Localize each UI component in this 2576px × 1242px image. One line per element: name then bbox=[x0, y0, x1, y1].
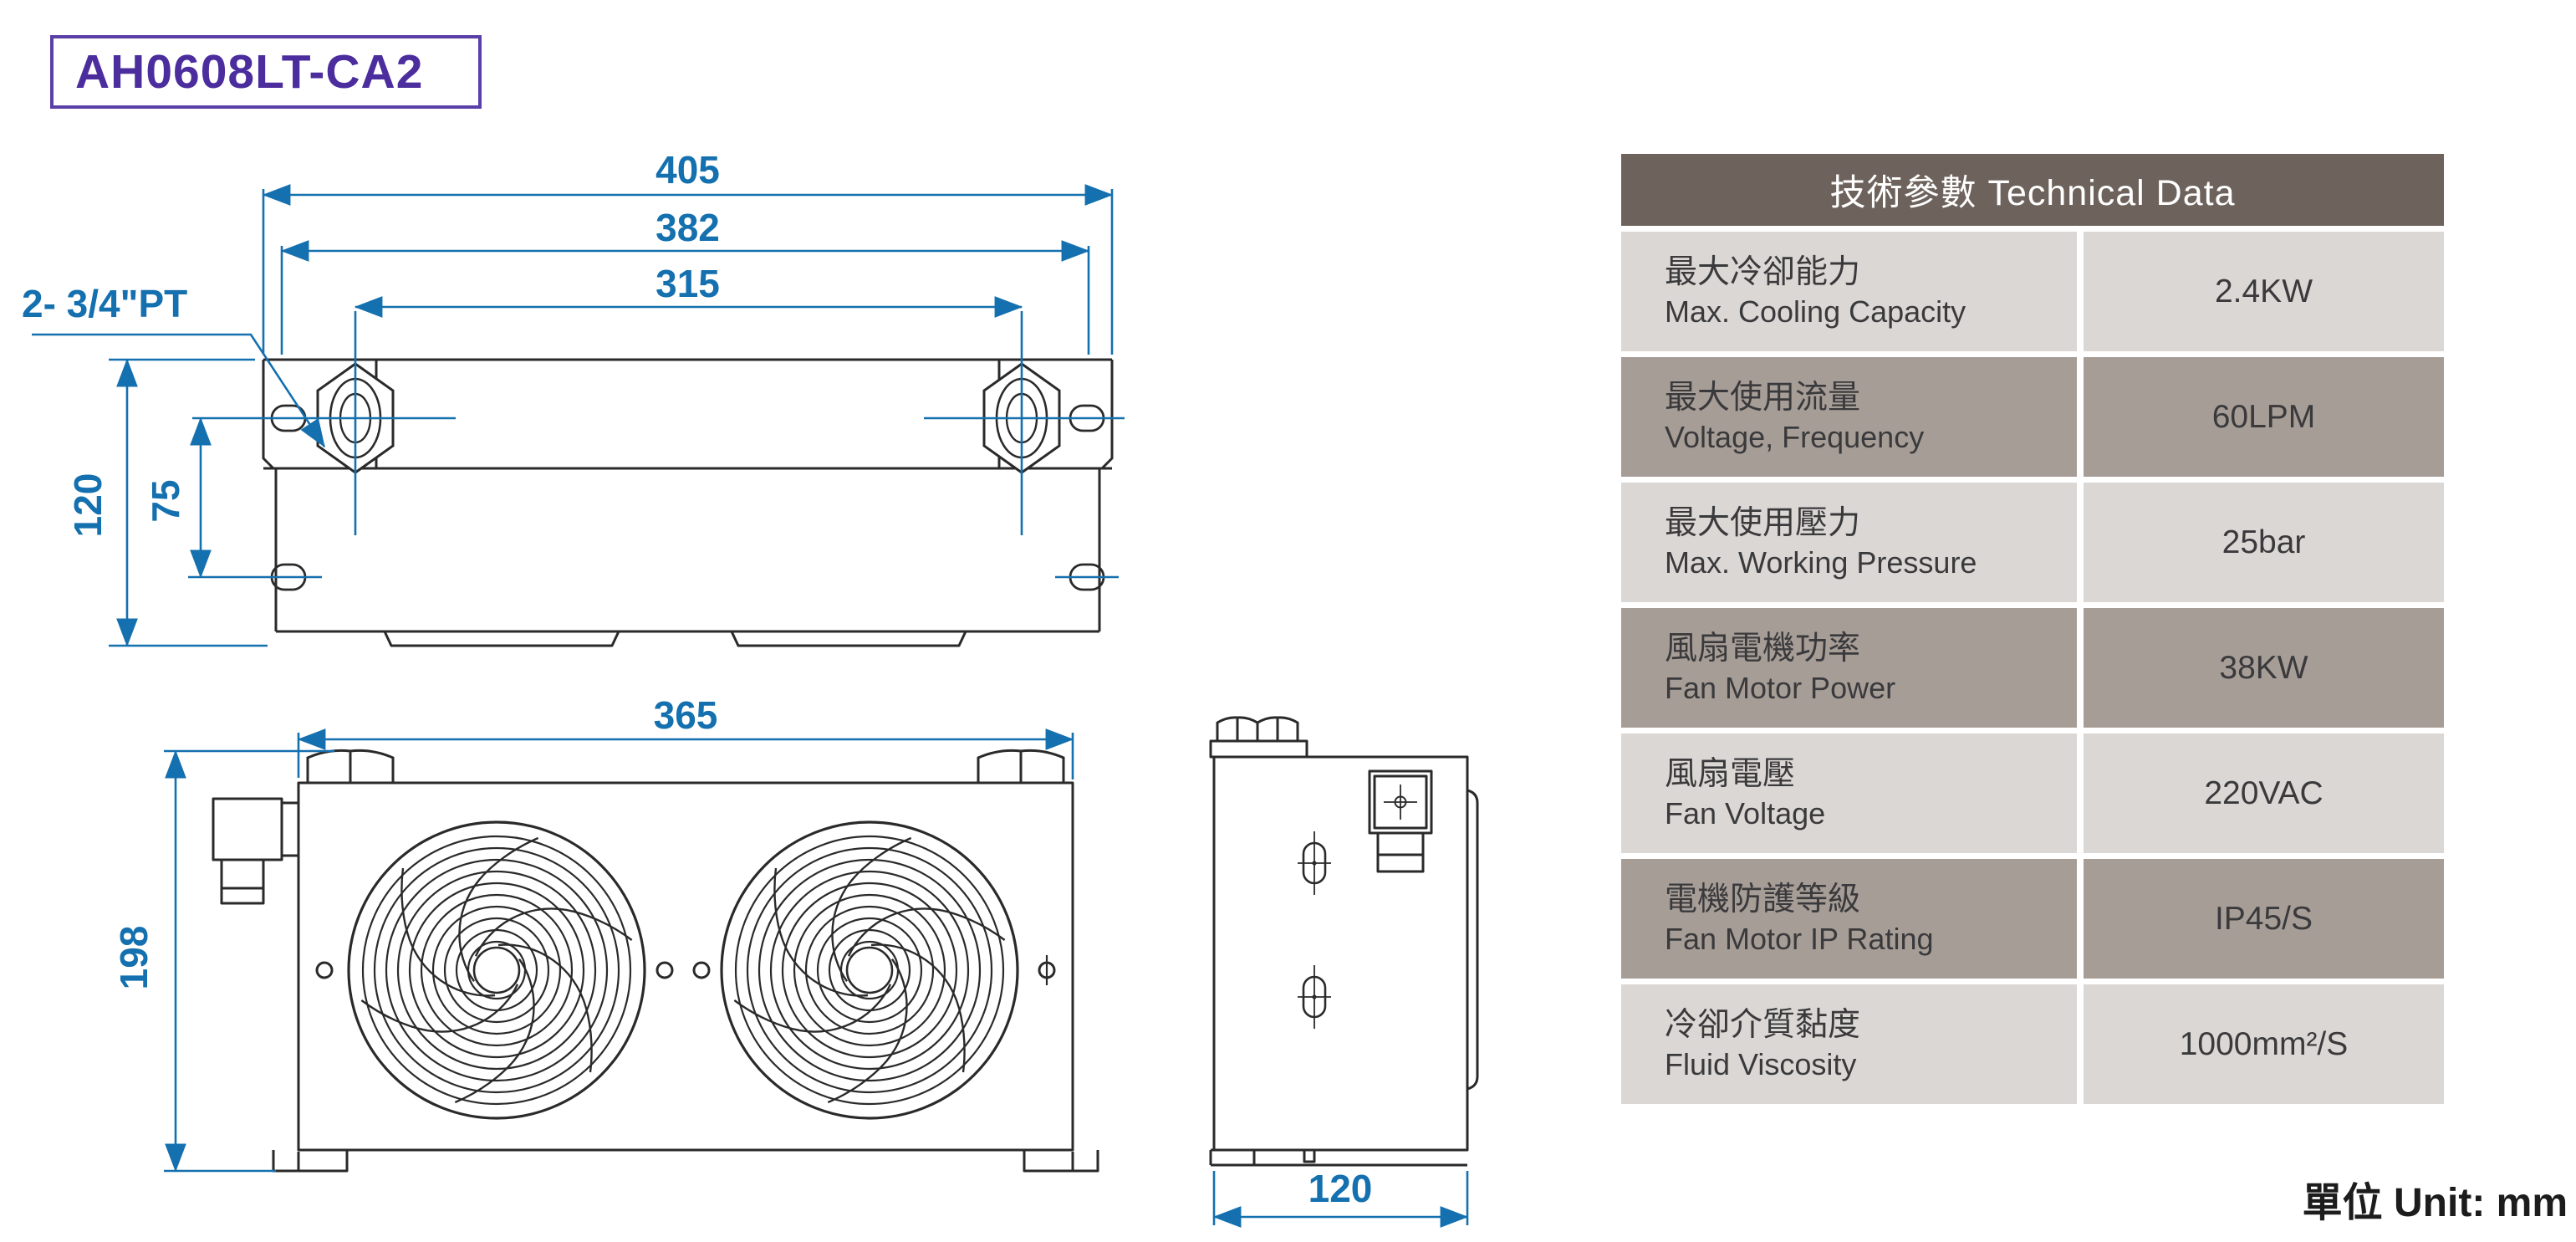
spec-name-en: Fluid Viscosity bbox=[1665, 1047, 1857, 1081]
spec-name-en: Fan Voltage bbox=[1665, 796, 1826, 831]
spec-label-cell: 冷卻介質黏度 Fluid Viscosity bbox=[1621, 984, 2077, 1104]
spec-label-cell: 最大使用壓力 Max. Working Pressure bbox=[1621, 483, 2077, 602]
spec-name-zh: 最大冷卻能力 bbox=[1665, 254, 1861, 290]
port-size-label: 2- 3/4"PT bbox=[22, 282, 188, 325]
unit-note: 單位 Unit: mm bbox=[2302, 1181, 2568, 1225]
table-row: 電機防護等級 Fan Motor IP Rating IP45/S bbox=[1621, 859, 2444, 979]
cell-divider bbox=[2077, 859, 2084, 979]
spec-name-zh: 冷卻介質黏度 bbox=[1665, 1007, 1861, 1043]
cell-divider bbox=[2077, 984, 2084, 1104]
spec-label-cell: 電機防護等級 Fan Motor IP Rating bbox=[1621, 859, 2077, 979]
spec-name-zh: 風扇電機功率 bbox=[1665, 631, 1861, 667]
spec-label-cell: 風扇電機功率 Fan Motor Power bbox=[1621, 608, 2077, 728]
dim-198-label: 198 bbox=[112, 925, 156, 990]
spec-name-zh: 最大使用壓力 bbox=[1665, 505, 1861, 541]
spec-value-cell: 38KW bbox=[2084, 608, 2444, 728]
table-header: 技術參數 Technical Data bbox=[1621, 154, 2444, 226]
dim-75-label: 75 bbox=[144, 479, 187, 523]
table-row: 最大冷卻能力 Max. Cooling Capacity 2.4KW bbox=[1621, 232, 2444, 351]
dim-382-label: 382 bbox=[655, 206, 720, 249]
spec-label-cell: 最大冷卻能力 Max. Cooling Capacity bbox=[1621, 232, 2077, 351]
spec-value-cell: 25bar bbox=[2084, 483, 2444, 602]
spec-name-zh: 電機防護等級 bbox=[1665, 882, 1861, 917]
spec-value-cell: 220VAC bbox=[2084, 733, 2444, 853]
dim-120-side-label: 120 bbox=[1308, 1167, 1373, 1210]
spec-value-cell: 60LPM bbox=[2084, 357, 2444, 477]
spec-name-zh: 最大使用流量 bbox=[1665, 380, 1861, 416]
table-row: 最大使用流量 Voltage, Frequency 60LPM bbox=[1621, 357, 2444, 477]
table-row: 風扇電機功率 Fan Motor Power 38KW bbox=[1621, 608, 2444, 728]
spec-value-cell: 1000mm²/S bbox=[2084, 984, 2444, 1104]
table-row: 最大使用壓力 Max. Working Pressure 25bar bbox=[1621, 483, 2444, 602]
dim-365-label: 365 bbox=[653, 693, 718, 737]
spec-label-cell: 最大使用流量 Voltage, Frequency bbox=[1621, 357, 2077, 477]
spec-value-cell: 2.4KW bbox=[2084, 232, 2444, 351]
technical-data-table: 技術參數 Technical Data 最大冷卻能力 Max. Cooling … bbox=[1621, 154, 2444, 1104]
table-row: 風扇電壓 Fan Voltage 220VAC bbox=[1621, 733, 2444, 853]
spec-name-en: Max. Cooling Capacity bbox=[1665, 294, 1966, 329]
spec-name-en: Voltage, Frequency bbox=[1665, 420, 1925, 454]
cell-divider bbox=[2077, 232, 2084, 351]
model-title-box: AH0608LT-CA2 bbox=[50, 35, 482, 109]
model-number: AH0608LT-CA2 bbox=[75, 45, 424, 99]
front-view bbox=[164, 728, 1099, 1173]
dim-120-top-label: 120 bbox=[66, 473, 110, 538]
spec-name-en: Fan Motor Power bbox=[1665, 671, 1896, 705]
dim-315-label: 315 bbox=[655, 262, 720, 305]
spec-label-cell: 風扇電壓 Fan Voltage bbox=[1621, 733, 2077, 853]
cell-divider bbox=[2077, 483, 2084, 602]
spec-name-en: Max. Working Pressure bbox=[1665, 545, 1977, 580]
table-row: 冷卻介質黏度 Fluid Viscosity 1000mm²/S bbox=[1621, 984, 2444, 1104]
top-view bbox=[32, 184, 1125, 647]
dim-405-label: 405 bbox=[655, 148, 720, 192]
spec-name-zh: 風扇電壓 bbox=[1665, 756, 1796, 792]
spec-value-cell: IP45/S bbox=[2084, 859, 2444, 979]
cell-divider bbox=[2077, 357, 2084, 477]
cell-divider bbox=[2077, 608, 2084, 728]
side-view bbox=[1209, 716, 1479, 1228]
cell-divider bbox=[2077, 733, 2084, 853]
spec-name-en: Fan Motor IP Rating bbox=[1665, 922, 1934, 956]
